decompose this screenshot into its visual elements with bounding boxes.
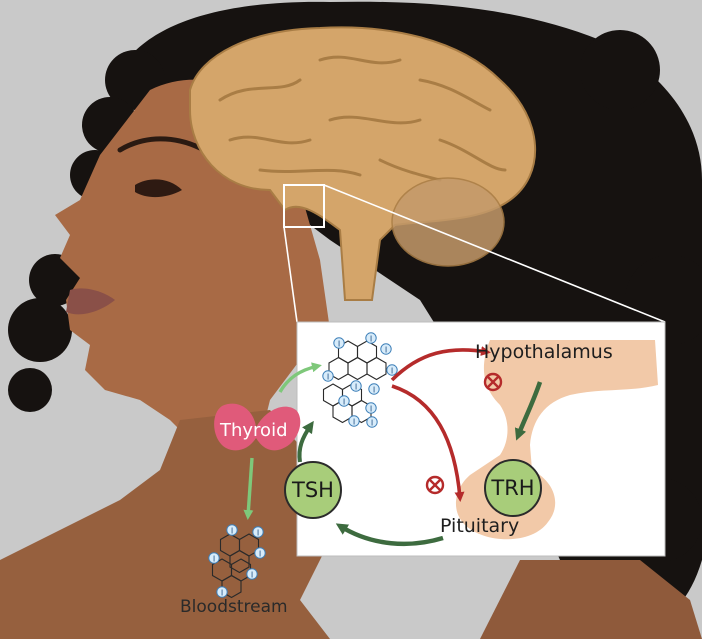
- stimulate-arrow-pituitary-to-tsh: [335, 523, 444, 547]
- tsh-hormone-circle: TSH: [284, 461, 342, 519]
- thyroid-label: Thyroid: [220, 420, 288, 441]
- inhibit-arrow-to-pituitary: [391, 384, 465, 502]
- release-arrow-thyroid-to-hormone: [278, 362, 322, 393]
- pituitary-label: Pituitary: [440, 515, 520, 537]
- trh-label: TRH: [491, 476, 535, 500]
- inhibition-mark-hypothalamus: [483, 372, 503, 392]
- shoulder-right: [480, 560, 702, 639]
- hypothalamus-label: Hypothalamus: [475, 341, 613, 363]
- zoom-guide-top: [323, 184, 666, 323]
- bloodstream-label: Bloodstream: [180, 597, 288, 617]
- inhibition-mark-pituitary: [425, 475, 445, 495]
- eyebrow: [117, 136, 203, 153]
- neck-shoulders: [0, 410, 330, 639]
- trh-hormone-circle: TRH: [484, 459, 542, 517]
- stimulate-arrow-tsh-to-thyroid: [297, 420, 314, 463]
- zoom-guide-bottom: [283, 226, 298, 323]
- lips: [66, 288, 115, 315]
- eye: [135, 179, 182, 198]
- stimulate-arrow-hypothalamus-to-pituitary: [514, 381, 543, 441]
- zoom-region-box: [283, 184, 325, 228]
- thyroid-gland: [214, 403, 301, 451]
- release-arrow-thyroid-to-bloodstream: [243, 457, 254, 520]
- brain: [189, 26, 537, 301]
- inhibit-arrow-to-hypothalamus: [390, 346, 491, 382]
- cerebellum: [391, 177, 505, 267]
- tsh-label: TSH: [292, 478, 334, 502]
